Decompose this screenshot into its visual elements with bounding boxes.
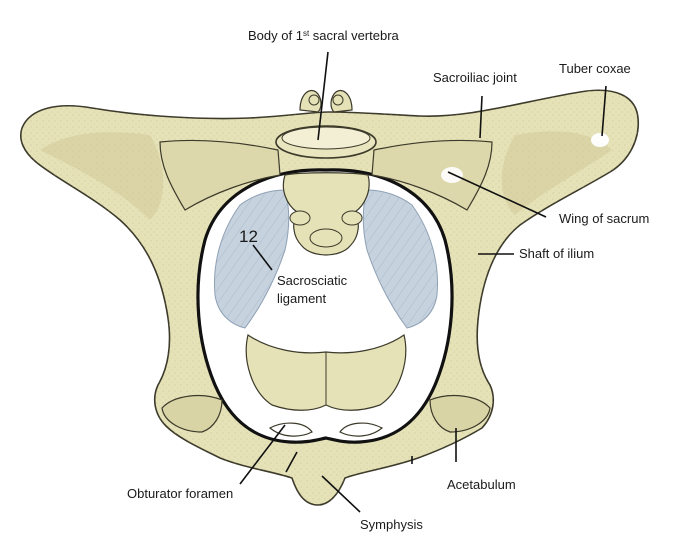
label-shaft-of-ilium: Shaft of ilium — [519, 246, 595, 261]
leader-sacrosciatic — [252, 244, 273, 271]
leader-tuber-coxae — [601, 85, 607, 137]
leader-sacroiliac-joint — [479, 95, 483, 139]
leader-obturator-foramen — [239, 424, 286, 485]
sacroiliac-region — [159, 139, 493, 211]
leader-wing-of-sacrum — [447, 171, 547, 218]
leader-symphysis — [321, 475, 361, 513]
label-sacroiliac-joint: Sacroiliac joint — [433, 70, 517, 85]
pelvic-floor — [245, 334, 407, 411]
obturator-foramen-shapes — [268, 422, 384, 437]
label-sacrosciatic-ligament-line1: Sacrosciatic — [277, 273, 348, 288]
wing-of-sacrum-highlight — [441, 167, 463, 183]
label-body-sacral-vertebra: Body of 1st sacral vertebra — [248, 28, 399, 43]
tuber-coxae-highlight — [591, 133, 609, 147]
leader-lines — [239, 51, 607, 513]
sacrum — [282, 172, 370, 256]
inlet-ligaments — [213, 189, 439, 329]
label-sacrosciatic-ligament-line2: ligament — [277, 291, 327, 306]
label-wing-of-sacrum: Wing of sacrum — [559, 211, 650, 226]
acetabulum-shapes — [161, 395, 491, 433]
leader-obturator-2 — [285, 451, 298, 473]
label-symphysis: Symphysis — [360, 517, 423, 532]
figure-number: 12 — [239, 227, 258, 246]
label-acetabulum: Acetabulum — [447, 477, 516, 492]
sacral-vertebra-body — [275, 89, 377, 159]
leader-body-sacral — [317, 51, 329, 141]
label-obturator-foramen: Obturator foramen — [127, 486, 234, 501]
label-tuber-coxae: Tuber coxae — [559, 61, 631, 76]
